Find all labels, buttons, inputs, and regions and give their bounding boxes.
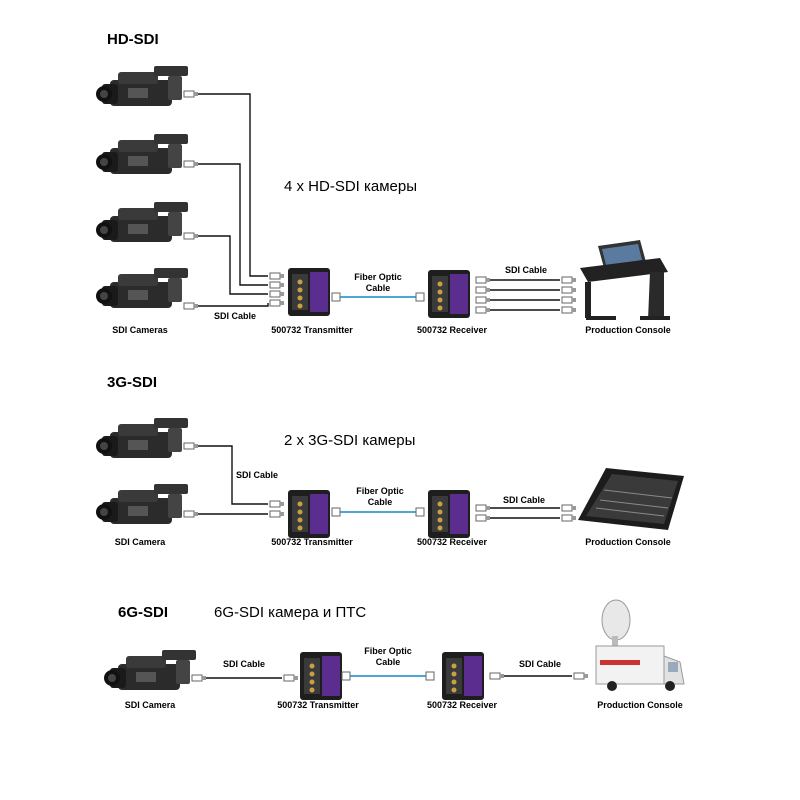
receiver-device-icon: [442, 652, 484, 700]
sdi-cable-lines: [198, 445, 268, 515]
section-title-3g: 3G-SDI: [107, 374, 158, 391]
camera-icon: [96, 268, 188, 308]
camera-icon: [96, 484, 188, 524]
fiber-optic-label: Fiber Optic Cable: [356, 486, 404, 507]
section-title-6g: 6G-SDI: [118, 604, 169, 621]
connector-icon: [183, 302, 199, 310]
sdi-cable-lines: [198, 93, 269, 307]
camera-icon: [96, 202, 188, 242]
console-input-plugs: [561, 504, 577, 522]
connector-icon: [183, 90, 199, 98]
connector-icon: [191, 674, 207, 682]
sdi-cable-label: SDI Cable: [518, 659, 562, 669]
receiver-device-icon: [428, 270, 470, 318]
connector-icon: [183, 160, 199, 168]
transmitter-label: 500732 Transmitter: [277, 700, 359, 710]
fiber-optic-label: Fiber Optic Cable: [364, 646, 412, 667]
console-label: Production Console: [585, 325, 671, 335]
transmitter-device-icon: [288, 490, 330, 538]
caption-hd: 4 x HD-SDI камеры: [284, 178, 418, 195]
audio-mixer-icon: [578, 468, 684, 530]
camera-icon: [96, 418, 188, 458]
receiver-output-plugs: [475, 276, 491, 314]
ob-van-icon: [595, 599, 685, 691]
sdi-cable-label: SDI Cable: [235, 470, 279, 480]
output-cable-lines: [490, 279, 560, 311]
connector-icon: [489, 672, 505, 680]
transmitter-device-icon: [288, 268, 330, 316]
receiver-device-icon: [428, 490, 470, 538]
receiver-output-plugs: [475, 504, 491, 522]
transmitter-input-plugs: [269, 272, 285, 307]
transmitter-label: 500732 Transmitter: [271, 325, 353, 335]
hd-section: [96, 66, 670, 320]
sdi-cable-label: SDI Cable: [213, 311, 257, 321]
console-input-plugs: [561, 276, 577, 314]
receiver-label: 500732 Receiver: [416, 537, 488, 547]
transmitter-device-icon: [300, 652, 342, 700]
camera-icon: [104, 650, 196, 690]
production-desk-icon: [580, 240, 670, 320]
camera-label: SDI Camera: [124, 700, 176, 710]
camera-label: SDI Camera: [114, 537, 166, 547]
camera-icon: [96, 134, 188, 174]
fiber-optic-label: Fiber Optic Cable: [354, 272, 402, 293]
console-label: Production Console: [585, 537, 671, 547]
console-label: Production Console: [597, 700, 683, 710]
caption-3g: 2 x 3G-SDI камеры: [284, 432, 416, 449]
receiver-label: 500732 Receiver: [426, 700, 498, 710]
output-cable-lines: [490, 507, 560, 519]
connector-icon: [183, 232, 199, 240]
sdi-cable-label: SDI Cable: [504, 265, 548, 275]
section-title-hd: HD-SDI: [107, 31, 159, 48]
receiver-label: 500732 Receiver: [416, 325, 488, 335]
g6-section: [104, 599, 685, 700]
connector-icon: [573, 672, 589, 680]
sdi-cable-label: SDI Cable: [502, 495, 546, 505]
transmitter-input-plugs: [269, 500, 285, 518]
connector-icon: [183, 510, 199, 518]
sdi-cable-label: SDI Cable: [222, 659, 266, 669]
connector-icon: [283, 674, 299, 682]
cameras-label: SDI Cameras: [112, 325, 168, 335]
transmitter-label: 500732 Transmitter: [271, 537, 353, 547]
connector-icon: [183, 442, 199, 450]
caption-6g: 6G-SDI камера и ПТС: [214, 604, 367, 621]
camera-icon: [96, 66, 188, 106]
g3-section: [96, 418, 684, 538]
